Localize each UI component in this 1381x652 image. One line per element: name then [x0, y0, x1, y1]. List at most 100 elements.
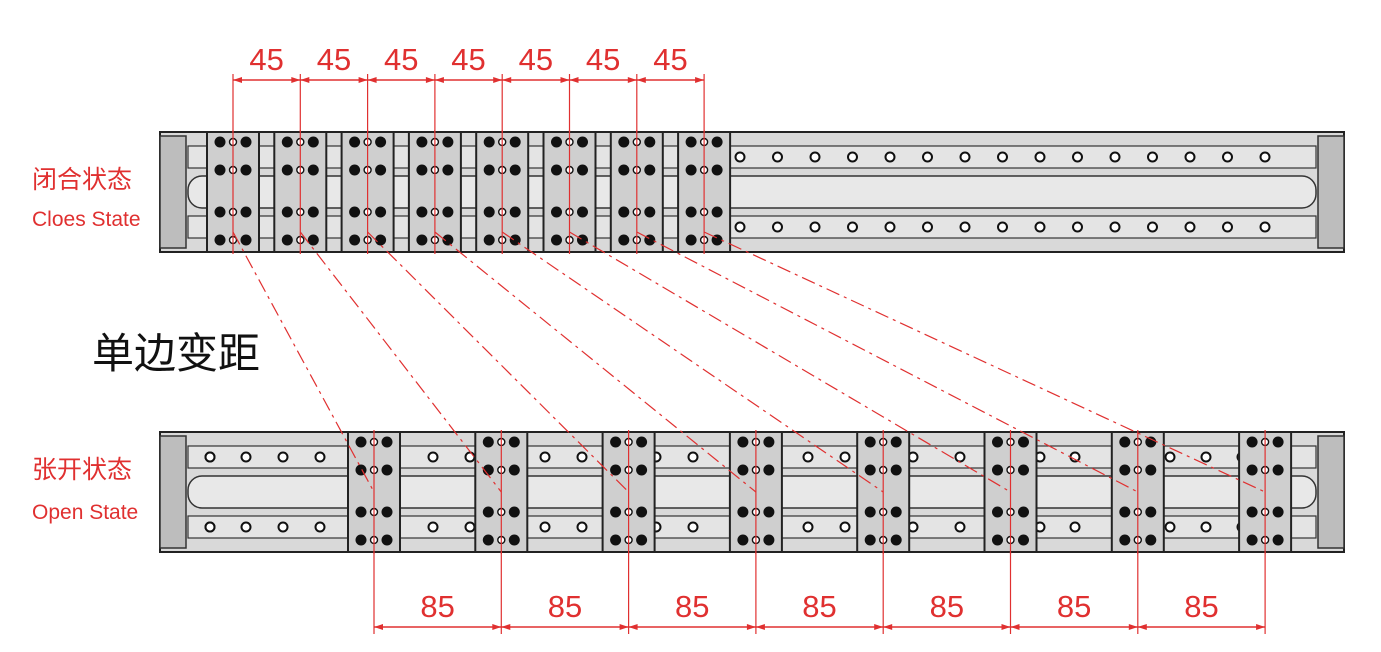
arrowhead — [636, 77, 646, 83]
connector-line — [636, 231, 1139, 493]
carriage-bolt — [307, 164, 319, 176]
carriage-bolt — [240, 164, 252, 176]
arrowhead — [628, 624, 638, 630]
rail-hole — [1034, 151, 1046, 163]
carriage-bolt — [864, 464, 876, 476]
carriage-bolt — [442, 206, 454, 218]
carriage-bolt — [763, 464, 775, 476]
carriage-bolt — [214, 206, 226, 218]
closed-pitch-dimension: 45 — [300, 42, 368, 83]
carriage-bolt — [1145, 464, 1157, 476]
open-state-label-en: Open State — [32, 501, 138, 524]
rail-hole — [1109, 151, 1121, 163]
connector-line — [232, 231, 375, 493]
carriage-bolt — [483, 234, 495, 246]
carriage-bolt — [644, 164, 656, 176]
arrowhead — [755, 624, 765, 630]
rail-hole — [277, 451, 289, 463]
closed-carriage — [407, 130, 462, 254]
closed-rail — [159, 131, 1345, 253]
arrowhead — [569, 77, 579, 83]
carriage-bolt — [381, 534, 393, 546]
rail-track-upper — [187, 145, 1317, 169]
carriage-bolt — [381, 464, 393, 476]
carriage-bolt — [992, 534, 1003, 546]
rail-hole — [204, 451, 216, 463]
carriage-bolt — [644, 136, 656, 148]
closed-pitch-dimension: 45 — [233, 42, 301, 83]
rail-hole — [240, 521, 252, 533]
carriage-bolt — [508, 506, 520, 518]
carriage-bolt — [610, 534, 622, 546]
carriage-bolt — [1246, 436, 1258, 448]
carriage-bolt — [763, 436, 775, 448]
carriage-bolt — [1018, 436, 1029, 448]
connector-line — [501, 231, 884, 493]
arrowhead — [1001, 624, 1011, 630]
rail-hole — [1147, 221, 1158, 233]
carriage-bolt — [349, 234, 361, 246]
arrowhead — [434, 77, 444, 83]
carriage-bolt — [307, 136, 319, 148]
arrowhead — [374, 624, 383, 630]
carriage-bolt — [711, 136, 723, 148]
arrowhead — [367, 77, 377, 83]
carriage-bolt — [711, 164, 723, 176]
arrowhead — [874, 624, 884, 630]
open-pitch-dimension: 85 — [628, 589, 756, 630]
carriage-bolt — [737, 464, 749, 476]
rail-hole — [576, 521, 588, 533]
rail-end-cap-right — [1317, 435, 1345, 549]
dimension-label: 85 — [930, 589, 964, 624]
carriage-bolt — [281, 234, 293, 246]
connector-line — [703, 231, 1266, 493]
dimension-label: 45 — [384, 42, 418, 77]
carriage-bolt — [711, 206, 723, 218]
carriage-bolt — [992, 436, 1003, 448]
rail-hole — [1164, 521, 1176, 533]
rail-hole — [1259, 151, 1271, 163]
rail-hole — [1222, 151, 1233, 163]
rail-hole — [539, 521, 551, 533]
carriage-bolt — [240, 206, 252, 218]
carriage-bolt — [442, 234, 454, 246]
dimension-label: 45 — [451, 42, 485, 77]
rail-hole — [802, 451, 814, 463]
dimension-label: 85 — [1057, 589, 1091, 624]
carriage-bolt — [992, 464, 1003, 476]
carriage-bolt — [1018, 534, 1029, 546]
rail-center-slot — [187, 175, 1317, 209]
open-state-label-cn: 张开状态 — [32, 455, 132, 484]
carriage-bolt — [483, 206, 495, 218]
carriage-bolt — [610, 506, 622, 518]
arrowhead — [425, 77, 435, 83]
carriage-bolt — [355, 506, 367, 518]
carriage-bolt — [737, 506, 749, 518]
arrowhead — [492, 624, 502, 630]
carriage-bolt — [636, 436, 648, 448]
carriage-bolt — [483, 164, 495, 176]
carriage-bolt — [1246, 464, 1258, 476]
carriage-bolt — [685, 164, 697, 176]
carriage-bolt — [577, 136, 588, 148]
carriage-bolt — [551, 164, 562, 176]
carriage-bolt — [416, 234, 428, 246]
carriage-bolt — [1119, 506, 1131, 518]
rail-hole — [772, 221, 783, 233]
connector-line — [434, 231, 757, 493]
carriage-bolt — [375, 234, 387, 246]
carriage-bolt — [214, 164, 226, 176]
carriage-bolt — [864, 534, 876, 546]
rail-hole — [922, 221, 933, 233]
carriage-bolt — [890, 506, 902, 518]
rail-hole — [1164, 451, 1176, 463]
carriage-bolt — [375, 136, 387, 148]
open-pitch-dimension: 85 — [883, 589, 1011, 630]
carriage-bolt — [509, 206, 521, 218]
arrowhead — [560, 77, 570, 83]
carriage-bolt — [1272, 464, 1284, 476]
rail-end-cap-left — [159, 435, 187, 549]
closed-carriage — [609, 130, 664, 254]
carriage-bolt — [355, 436, 367, 448]
